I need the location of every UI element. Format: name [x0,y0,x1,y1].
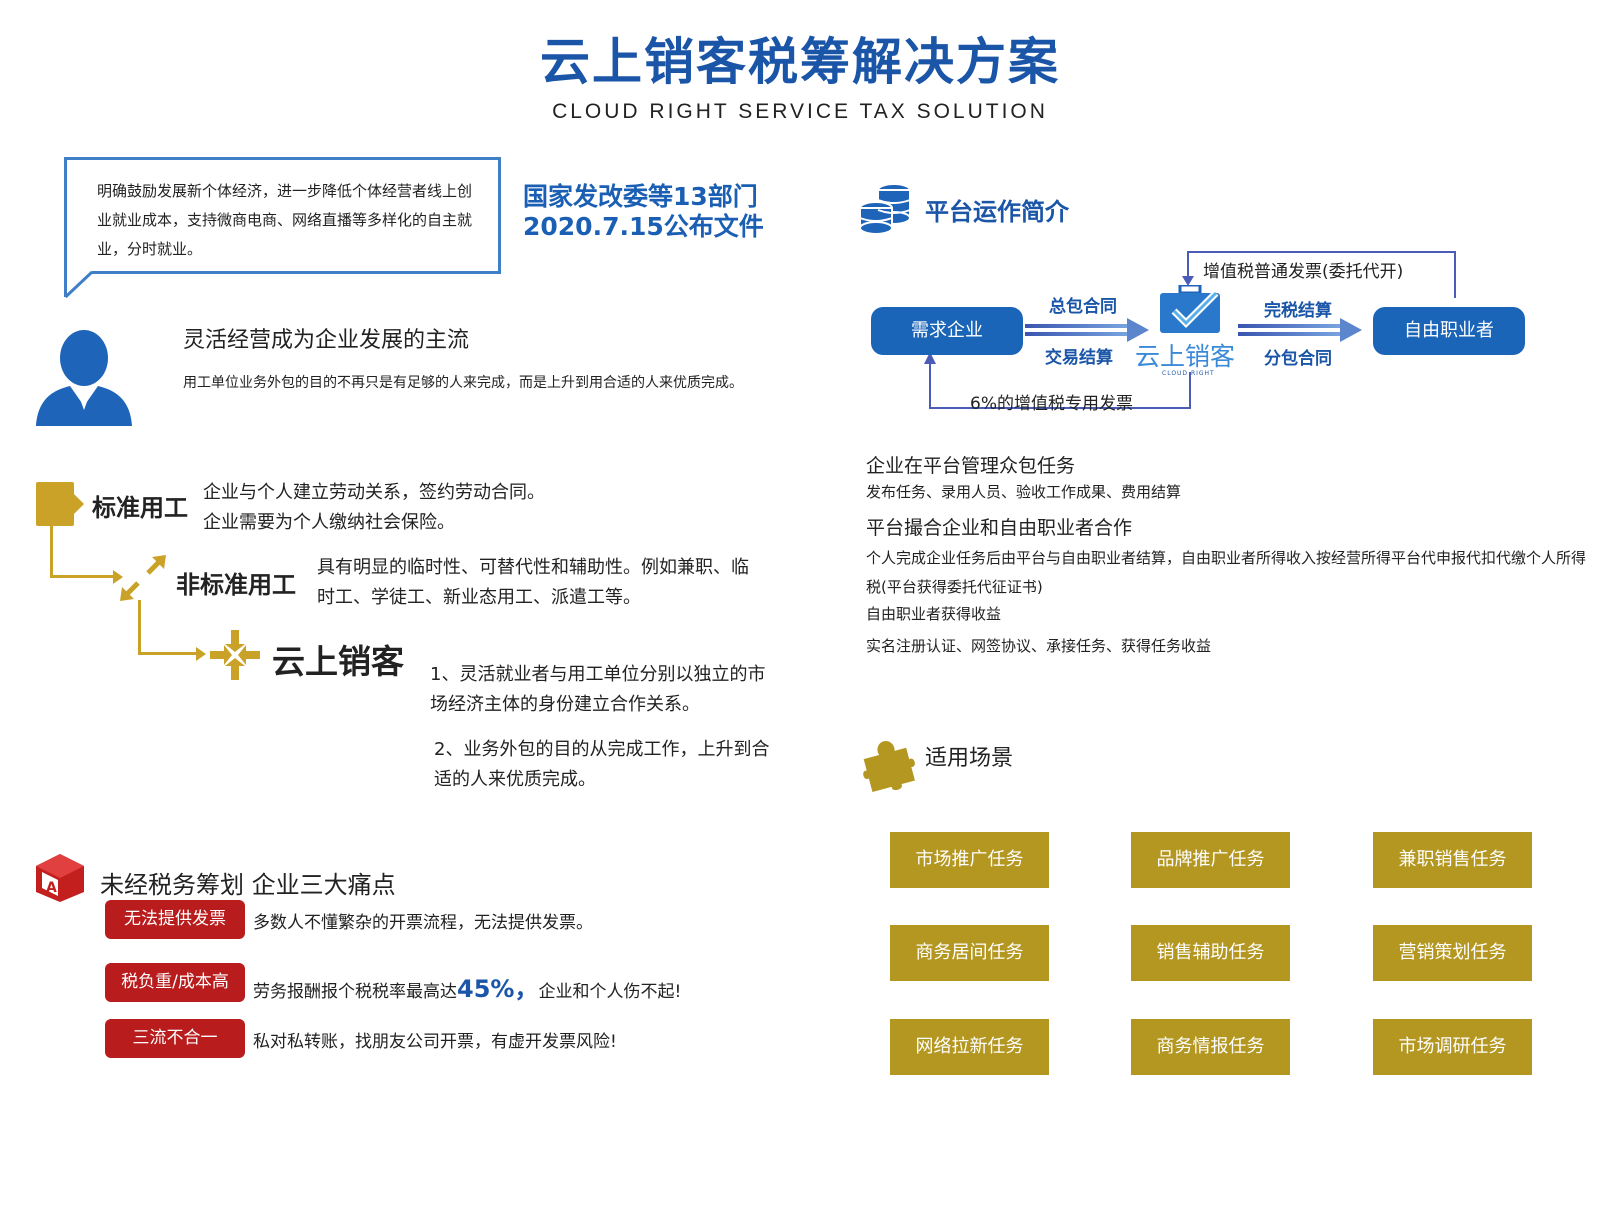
demand-enterprise-box: 需求企业 [871,307,1023,355]
pain-desc-tax-pre: 劳务报酬报个税税率最高达 [253,982,457,1002]
flexible-title: 灵活经营成为企业发展的主流 [183,328,470,353]
pain-desc-flow: 私对私转账，找朋友公司开票，有虚开发票风险! [253,1032,617,1052]
info-title-2: 平台撮合企业和自由职业者合作 [866,517,1133,539]
invoice-top-label: 增值税普通发票(委托代开) [1203,262,1404,282]
sub-contract-label: 分包合同 [1264,349,1332,369]
scenario-market-research: 市场调研任务 [1373,1019,1532,1075]
info-title-1: 企业在平台管理众包任务 [866,455,1076,477]
flow-connector [50,575,115,578]
policy-source: 国家发改委等13部门 2020.7.15公布文件 [523,182,813,242]
puzzle-icon [863,741,915,792]
tax-settle-label: 完税结算 [1264,301,1332,321]
arrow-right-icon [196,647,206,661]
standard-desc-2: 企业需要为个人缴纳社会保险。 [203,512,455,533]
point-2: 2、业务外包的目的从完成工作，上升到合适的人来优质完成。 [434,739,770,790]
scenario-market-promotion: 市场推广任务 [890,832,1049,888]
alert-cube-icon: A [36,854,84,902]
pain-desc-tax: 劳务报酬报个税税率最高达45%，企业和个人伤不起! [253,969,681,1004]
nonstandard-label: 非标准用工 [176,571,296,599]
arrow-right-icon [113,570,123,584]
yun-label: 云上销客 [272,642,404,681]
bubble-tail-icon [64,271,94,299]
invoice-bottom-label: 6%的增值税专用发票 [970,394,1133,414]
arrow-right-icon [1025,318,1149,342]
policy-source-line1: 国家发改委等13部门 [523,182,758,211]
nonstandard-desc: 具有明显的临时性、可替代性和辅助性。例如兼职、临时工、学徒工、新业态用工、派遣工… [317,557,749,608]
info-desc-2: 个人完成企业任务后由平台与自由职业者结算，自由职业者所得收入按经营所得平台代申报… [866,549,1587,596]
flexible-desc: 用工单位业务外包的目的不再只是有足够的人来完成，而是上升到用合适的人来优质完成。 [183,375,743,391]
standard-desc-1: 企业与个人建立劳动关系，签约劳动合同。 [203,482,545,503]
info-line-4: 实名注册认证、网签协议、承接任务、获得任务收益 [866,637,1212,655]
person-icon [36,330,132,426]
yun-brand-subtitle: CLOUD RIGHT [1162,370,1215,377]
pain-title: 未经税务筹划 企业三大痛点 [100,871,396,899]
pain-desc-tax-post: 企业和个人伤不起! [538,982,682,1002]
trade-settle-label: 交易结算 [1045,348,1113,368]
arrows-in-icon [120,555,166,601]
policy-bubble: 明确鼓励发展新个体经济，进一步降低个体经营者线上创业就业成本，支持微商电商、网络… [64,157,501,274]
coins-stack-icon [859,183,911,235]
standard-desc: 企业与个人建立劳动关系，签约劳动合同。 企业需要为个人缴纳社会保险。 [203,478,545,538]
yun-brand-logo: 云上销客 [1135,342,1236,371]
pain-tag-invoice: 无法提供发票 [105,900,245,939]
page-title: 云上销客税筹解决方案 [540,33,1060,91]
invoice-lines [924,251,1456,409]
scenario-sales-assist: 销售辅助任务 [1131,925,1290,981]
pain-tag-tax: 税负重/成本高 [105,963,245,1002]
scenario-brand-promotion: 品牌推广任务 [1131,832,1290,888]
arrow-right-icon [1238,318,1362,342]
page-subtitle: CLOUD RIGHT SERVICE TAX SOLUTION [552,100,1048,123]
freelancer-box: 自由职业者 [1373,307,1525,355]
policy-source-line2: 2020.7.15公布文件 [523,212,764,241]
flow-connector [138,652,198,655]
scenario-user-acquisition: 网络拉新任务 [890,1019,1049,1075]
scenario-title: 适用场景 [925,746,1014,771]
pain-desc-invoice: 多数人不懂繁杂的开票流程，无法提供发票。 [253,913,593,933]
pain-tag-flow: 三流不合一 [105,1019,245,1058]
scenario-part-time-sales: 兼职销售任务 [1373,832,1532,888]
compress-arrows-icon [210,630,260,680]
policy-text: 明确鼓励发展新个体经济，进一步降低个体经营者线上创业就业成本，支持微商电商、网络… [97,182,473,258]
point-1: 1、灵活就业者与用工单位分别以独立的市场经济主体的身份建立合作关系。 [430,664,766,715]
standard-box-icon [36,482,74,526]
svg-text:A: A [46,880,57,896]
flow-connector [138,600,141,655]
info-line-3: 自由职业者获得收益 [866,605,1002,623]
info-desc-1: 发布任务、录用人员、验收工作成果、费用结算 [866,483,1182,501]
standard-label: 标准用工 [92,494,188,522]
flow-connector [50,525,53,578]
pain-rate-highlight: 45%， [457,975,539,1003]
standard-notch-icon [72,492,84,516]
scenario-business-intel: 商务情报任务 [1131,1019,1290,1075]
briefcase-check-icon [1160,285,1220,333]
total-contract-label: 总包合同 [1049,297,1117,317]
scenario-business-brokerage: 商务居间任务 [890,925,1049,981]
scenario-marketing-plan: 营销策划任务 [1373,925,1532,981]
platform-title: 平台运作简介 [925,198,1069,226]
